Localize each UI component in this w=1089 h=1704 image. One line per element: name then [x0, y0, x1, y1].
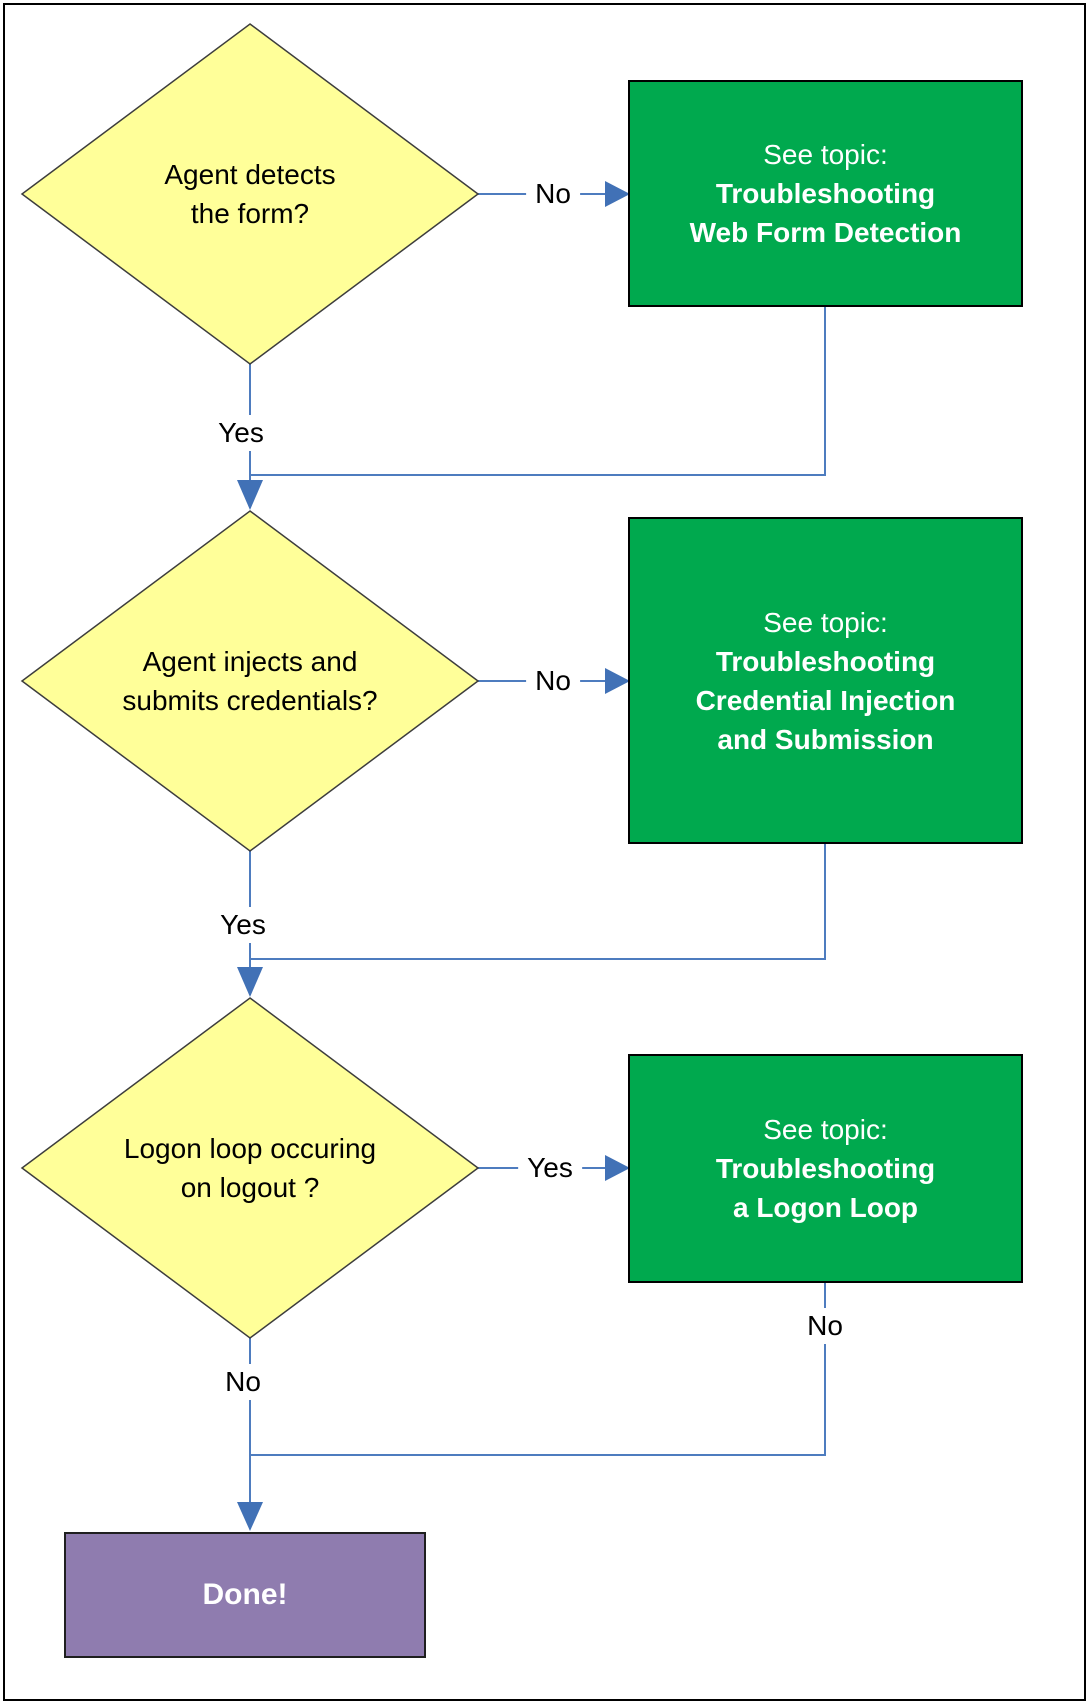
topic2-line1: Troubleshooting: [715, 645, 936, 677]
edge-label-decision3-yes: Yes: [518, 1150, 582, 1186]
topic2-label: See topic: Troubleshooting Credential In…: [629, 518, 1022, 843]
topic1-line2: Web Form Detection: [689, 217, 962, 248]
arrowhead-into-topic3: [605, 1155, 630, 1181]
decision3-line2: on logout ?: [180, 1172, 320, 1203]
decision2-shape: [20, 510, 480, 852]
topic3-box: [628, 1054, 1023, 1283]
topic3-label: See topic: Troubleshooting a Logon Loop: [629, 1055, 1022, 1282]
topic2-line3: and Submission: [717, 723, 934, 755]
edge-topic2-return-line: [250, 843, 826, 960]
edge-label-decision1-no: No: [526, 176, 580, 212]
decision3-label: Logon loop occuring on logout ?: [124, 1129, 376, 1207]
topic2-prefix: See topic:: [763, 606, 888, 638]
decision3-line1: Logon loop occuring: [123, 1133, 377, 1164]
topic2-line2: Credential Injection: [695, 684, 956, 716]
arrowhead-into-decision2: [237, 480, 263, 510]
decision2-label: Agent injects and submits credentials?: [122, 642, 377, 720]
terminal-box: [64, 1532, 426, 1658]
edge-label-decision2-no: No: [526, 663, 580, 699]
terminal-label: Done!: [202, 1578, 288, 1611]
decision2-line2: submits credentials?: [122, 685, 378, 716]
topic3-prefix: See topic:: [763, 1114, 888, 1145]
edge-label-decision3-no: No: [216, 1364, 270, 1400]
decision1-line1: Agent detects: [164, 159, 336, 190]
topic1-line1: Troubleshooting: [715, 178, 936, 209]
edge-topic1-return-line: [250, 306, 826, 476]
decision2-line1: Agent injects and: [142, 646, 358, 677]
topic1-prefix: See topic:: [763, 139, 888, 170]
arrowhead-into-topic2: [605, 668, 630, 694]
edge-label-decision2-yes: Yes: [211, 907, 275, 943]
arrowhead-into-topic1: [605, 181, 630, 207]
edge-topic3-no-return-line: [250, 1282, 826, 1456]
topic3-line1: Troubleshooting: [715, 1153, 936, 1184]
decision1-shape: [20, 23, 480, 365]
arrowhead-into-terminal: [237, 1502, 263, 1531]
edge-label-topic3-no: No: [798, 1308, 852, 1344]
arrowhead-into-decision3: [237, 967, 263, 997]
decision3-shape: [20, 997, 480, 1339]
topic1-box: [628, 80, 1023, 307]
topic3-line2: a Logon Loop: [732, 1192, 919, 1223]
decision1-label: Agent detects the form?: [164, 155, 335, 233]
decision1-line2: the form?: [190, 198, 310, 229]
topic1-label: See topic: Troubleshooting Web Form Dete…: [629, 81, 1022, 306]
edge-label-decision1-yes: Yes: [209, 415, 273, 451]
topic2-box: [628, 517, 1023, 844]
